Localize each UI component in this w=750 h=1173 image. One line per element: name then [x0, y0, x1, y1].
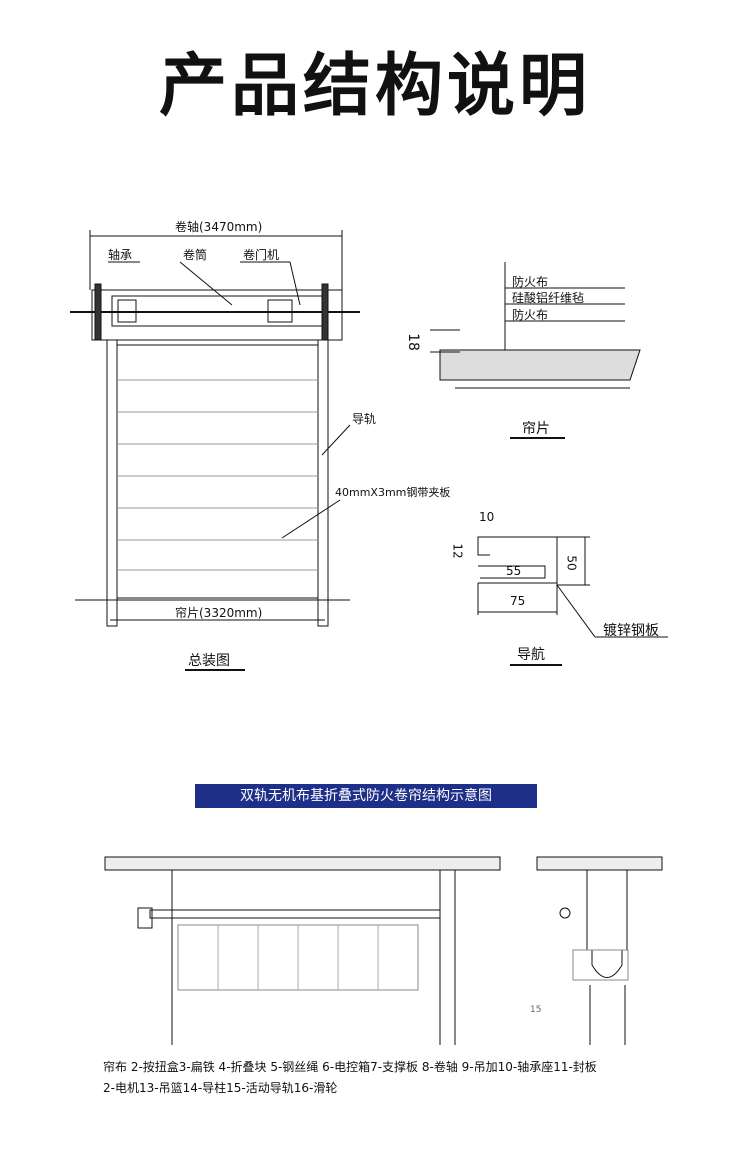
side-part-label: 15 — [530, 1005, 542, 1015]
layer-3-label: 防火布 — [512, 308, 549, 322]
bearing-label: 轴承 — [108, 248, 133, 262]
drum-label: 卷筒 — [183, 248, 208, 262]
structure-drawing — [104, 856, 663, 1045]
motor-label: 卷门机 — [243, 248, 280, 262]
structure-banner: 双轨无机布基折叠式防火卷帘结构示意图 — [195, 784, 537, 808]
curtain-caption: 帘片 — [522, 421, 550, 437]
assembly-drawing — [70, 230, 360, 671]
shaft-dimension-label: 卷轴(3470mm) — [175, 220, 263, 234]
guide-caption: 导航 — [517, 647, 545, 663]
rail-label: 导轨 — [352, 412, 377, 426]
dim-55: 55 — [506, 564, 522, 578]
page-title: 产品结构说明 — [158, 47, 591, 126]
layer-1-label: 防火布 — [512, 275, 549, 289]
dim-75: 75 — [510, 594, 526, 608]
layer-2-label: 硅酸铝纤维毡 — [512, 291, 585, 305]
dim-12: 12 — [450, 543, 465, 559]
curtain-section-drawing — [430, 262, 641, 439]
legend-line-2: 2-电机13-吊篮14-导柱15-活动导轨16-滑轮 — [103, 1081, 338, 1095]
assembly-caption: 总装图 — [188, 653, 230, 669]
curtain-dimension-label: 帘片(3320mm) — [175, 606, 263, 620]
guide-rail-drawing — [477, 536, 668, 666]
dim-10: 10 — [479, 510, 495, 524]
material-label: 镀锌钢板 — [603, 623, 659, 639]
thickness-label: 18 — [404, 333, 421, 351]
legend-line-1: 帘布 2-按扭盒3-扁铁 4-折叠块 5-钢丝绳 6-电控箱7-支撑板 8-卷轴… — [103, 1060, 597, 1074]
slat-plate-label: 40mmX3mm钢带夹板 — [335, 486, 451, 499]
dim-50: 50 — [564, 555, 579, 571]
